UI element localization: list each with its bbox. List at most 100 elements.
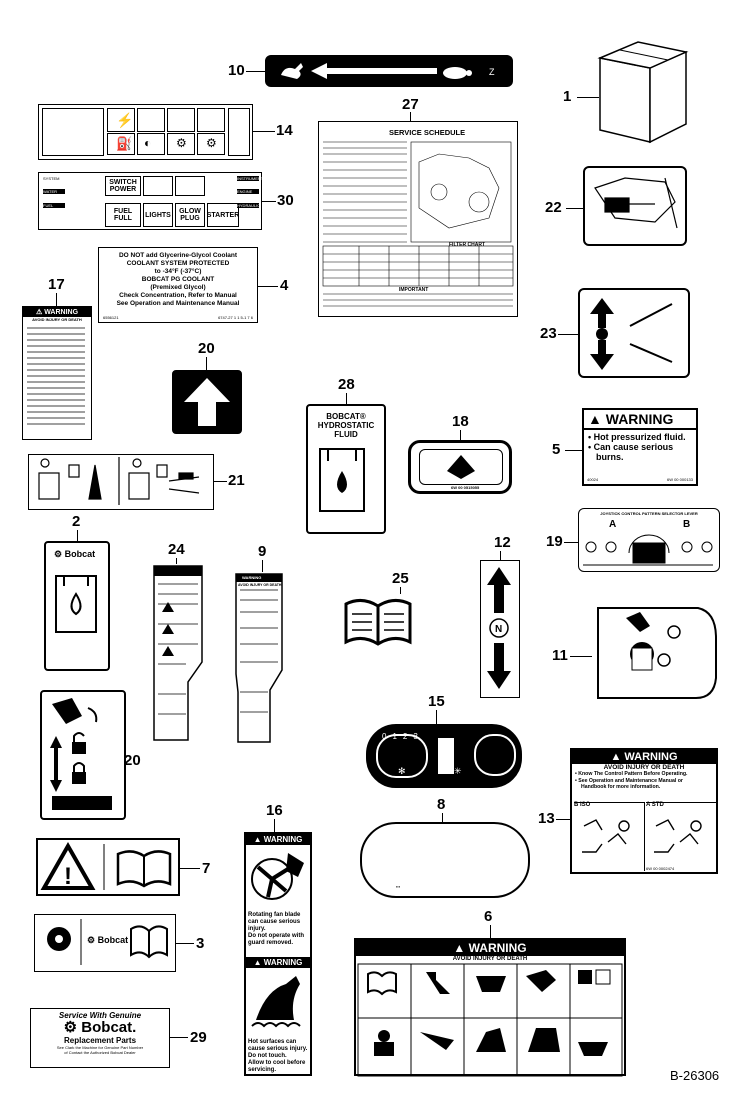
callout-18: 18	[452, 413, 469, 430]
dial-3: 3	[413, 732, 424, 741]
decal-17-warning: ⚠ WARNING AVOID INJURY OR DEATH	[22, 306, 92, 440]
coolant-line-3: to -34°F (-37°C)	[154, 268, 202, 275]
decal-29-manual-book-icon	[344, 599, 412, 646]
joystick-pattern-icon	[583, 534, 713, 566]
joystick-title: JOYSTICK CONTROL PATTERN SELECTOR LEVER	[600, 511, 698, 516]
callout-14: 14	[276, 122, 293, 139]
genuine-line-4: of Contact the Authorized Bobcat Dealer	[64, 1050, 136, 1055]
btn-glow-plug: GLOW PLUG	[175, 203, 205, 227]
decal-20-up-arrow	[172, 370, 242, 434]
fan-blade-hand-icon	[251, 853, 304, 900]
callout-29: 25	[392, 570, 409, 587]
fan-line-2: can cause serious	[248, 919, 301, 925]
callout-5: 5	[552, 441, 561, 458]
hot-surface-line-3: Do not touch.	[248, 1053, 287, 1059]
hot-surface-line-5: servicing.	[248, 1067, 277, 1073]
figure-id: B-26306	[670, 1068, 720, 1083]
up-down-arrows-icon	[590, 298, 673, 370]
callout-25: 27	[402, 96, 419, 113]
pattern-line-1: • Know The Control Pattern Before Operat…	[575, 771, 688, 777]
decal-27-genuine-parts: Service With Genuine ⚙ Bobcat. Replaceme…	[30, 1008, 170, 1068]
callout-13: 13	[538, 810, 555, 827]
warning-header-16b: WARNING	[263, 958, 303, 967]
label-instrument: INSTRUMENT	[237, 176, 264, 181]
pattern-b: B	[574, 802, 579, 808]
pattern-code: 6W 00 0002474	[646, 866, 675, 871]
genuine-line-2: Replacement Parts	[63, 1036, 137, 1045]
decal-9-warning-strip: WARNING AVOID INJURY OR DEATH	[234, 572, 284, 744]
btn-lights: LIGHTS	[143, 203, 173, 227]
decal-21-lube	[28, 454, 214, 510]
warning-header-17: WARNING	[44, 309, 79, 316]
coolant-code-left: 6556121	[103, 315, 119, 320]
btn-fuel-full: FUEL FULL	[105, 203, 141, 227]
coolant-line-7: See Operation and Maintenance Manual	[116, 300, 240, 307]
callout-20: 20	[198, 340, 215, 357]
callout-6: 6	[484, 908, 493, 925]
label-water: WATER	[43, 189, 57, 194]
callout-10: 10	[228, 62, 245, 79]
fluid-reservoir-icon	[319, 448, 365, 512]
decal-14-indicator-panel: ⚡ ⛽ ◐ ⚙ ⚙	[38, 104, 253, 160]
btn-starter: STARTER	[207, 203, 239, 227]
callout-21: 21	[228, 472, 245, 489]
decal-13-control-pattern-warning: ▲ WARNING AVOID INJURY OR DEATH • Know T…	[570, 748, 718, 874]
dial-0: 0	[382, 732, 393, 741]
up-arrow-icon	[184, 378, 230, 426]
lube-symbols-icon	[38, 457, 200, 505]
decal-4-coolant: DO NOT add Glycerine-Glycol Coolant COOL…	[98, 247, 258, 323]
callout-28: 28	[338, 376, 355, 393]
hot-surface-line-1: Hot surfaces can	[248, 1039, 297, 1045]
callout-20-b: 20	[124, 752, 141, 769]
callout-3: 3	[196, 935, 205, 952]
callout-24: 24	[168, 541, 185, 558]
lock-unlock-arrows-icon	[50, 698, 112, 810]
service-schedule-title: SERVICE SCHEDULE	[389, 128, 466, 137]
warning-header-5: WARNING	[605, 411, 674, 427]
coolant-line-2: COOLANT SYSTEM PROTECTED	[126, 260, 230, 267]
callout-23: 23	[540, 325, 557, 342]
reservoir-drop-icon	[55, 575, 97, 633]
callout-8: 8	[437, 796, 446, 813]
callout-22: 22	[545, 199, 562, 216]
hot-line-3: burns.	[596, 452, 624, 462]
triangle-book-icon: !	[40, 841, 172, 890]
hot-surface-line-4: Allow to cool before	[248, 1060, 306, 1066]
decal-15-dial-panel: 0123 ✻ ✳	[366, 724, 522, 788]
important-label: IMPORTANT	[399, 287, 429, 293]
warning-header-13: WARNING	[624, 751, 678, 763]
decal-7-warning-manual: !	[36, 838, 180, 896]
svg-text:Z: Z	[489, 67, 495, 77]
btn-power: POWER	[109, 186, 137, 193]
warning-sub-6: AVOID INJURY OR DEATH	[452, 956, 528, 962]
callout-9: 9	[258, 543, 267, 560]
dial-1: 1	[392, 732, 403, 741]
fluid-line: FLUID	[334, 430, 358, 439]
warning-header-16a: WARNING	[263, 835, 303, 844]
hot-code-left: 40024	[587, 477, 599, 482]
coolant-line-6: Check Concentration, Refer to Manual	[119, 292, 237, 299]
pattern-line-3: Handbook for more information.	[581, 784, 661, 790]
pattern-std: STD	[651, 802, 664, 808]
decal-16-fan-hot-warning: ▲ WARNING Rotating fan blade can cause s…	[244, 832, 312, 1076]
decal-24-strip	[153, 565, 203, 741]
decal-2-bobcat-reservoir: ⚙ Bobcat	[44, 541, 110, 671]
callout-27: 29	[190, 1029, 207, 1046]
joystick-a: A	[609, 519, 617, 530]
decal-18-code: 6W 00 0515055	[451, 485, 480, 490]
callout-4: 4	[280, 277, 289, 294]
warning-sub-9: AVOID INJURY OR DEATH	[238, 583, 282, 587]
decal-22-lever	[583, 166, 687, 246]
btn-switch: SWITCH	[109, 179, 137, 186]
callout-17: 17	[48, 276, 65, 293]
callout-1: 1	[563, 88, 572, 105]
label-hydraulic: HYDRAULIC	[237, 203, 261, 208]
coolant-line-5: (Premixed Glycol)	[150, 284, 206, 291]
filter-chart-label: FILTER CHART	[449, 242, 486, 248]
decal-28-hydrostatic-fluid: BOBCAT® HYDROSTATIC FLUID	[306, 404, 386, 534]
pattern-a: A	[646, 802, 651, 808]
decal-6-multi-warning: ▲ WARNING AVOID INJURY OR DEATH	[354, 938, 626, 1077]
hot-line-1: • Hot pressurized fluid.	[588, 432, 686, 442]
genuine-line-1: Service With Genuine	[58, 1011, 142, 1020]
callout-30: 30	[277, 192, 294, 209]
